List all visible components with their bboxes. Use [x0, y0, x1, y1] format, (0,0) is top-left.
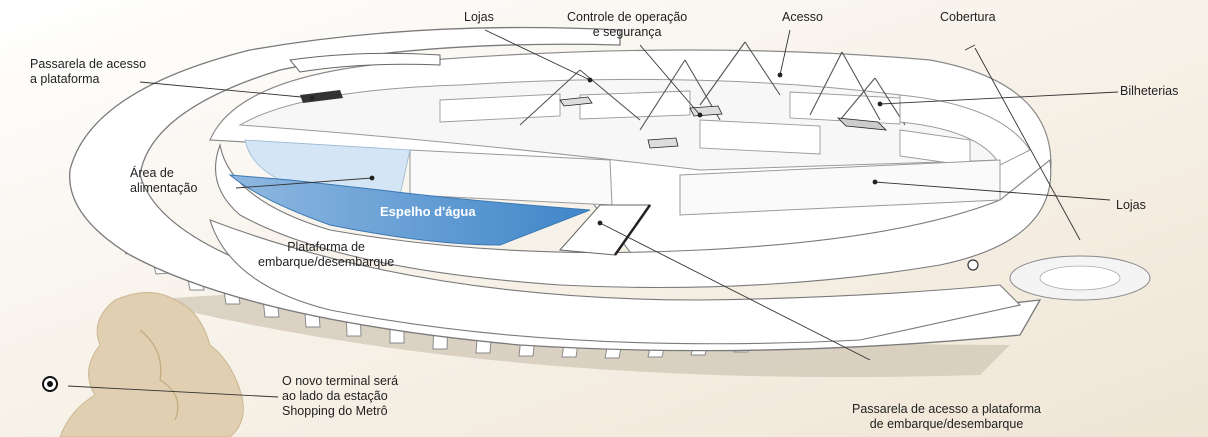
- walkway-rail: [613, 204, 652, 256]
- rotunda-dot: [967, 259, 979, 271]
- label-lojas-top: Lojas: [464, 10, 494, 24]
- label-passarela-plataforma: Passarela de acesso a plataforma: [30, 57, 147, 86]
- location-map: [59, 292, 244, 437]
- label-bilheterias: Bilheterias: [1120, 84, 1179, 98]
- label-lojas-right: Lojas: [1116, 198, 1146, 212]
- label-area-alimentacao: Área de alimentação: [130, 166, 198, 195]
- water-mirror: [228, 174, 591, 246]
- label-controle-operacao: Controle de operação e segurança: [567, 10, 688, 39]
- lower-floor: [214, 142, 1052, 289]
- leader-dots: [309, 72, 883, 226]
- roof-frames: [519, 41, 906, 131]
- label-espelho-dagua: Espelho d'água: [380, 204, 476, 219]
- interior-walls: [409, 149, 1001, 216]
- label-acesso: Acesso: [782, 10, 823, 24]
- ticket-office: [899, 94, 1031, 166]
- label-passarela-embarque: Passarela de acesso a plataforma de emba…: [852, 402, 1041, 431]
- embarkation-platform: [209, 219, 1022, 345]
- shop-blocks: [439, 90, 971, 167]
- roof-openings: [559, 96, 888, 149]
- walkway-plataforma: [289, 52, 441, 73]
- leader-lines: [67, 29, 1119, 398]
- label-cobertura: Cobertura: [940, 10, 996, 24]
- map-detail: [139, 329, 179, 421]
- label-plataforma-embarque: Plataforma de embarque/desembarque: [258, 240, 395, 269]
- label-novo-terminal: O novo terminal será ao lado da estação …: [282, 374, 399, 418]
